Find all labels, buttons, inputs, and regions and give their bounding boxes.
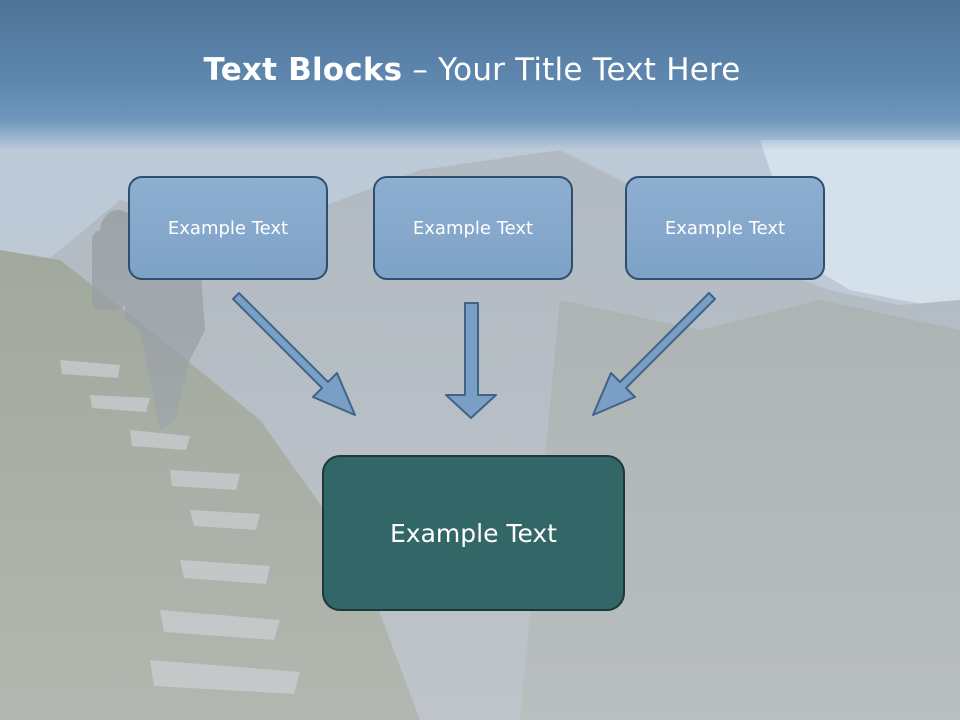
title-bar — [0, 0, 960, 150]
text-block-left: Example Text — [128, 176, 328, 280]
arrow-down-left-icon — [592, 292, 716, 416]
text-block-right: Example Text — [625, 176, 825, 280]
text-block-label: Example Text — [664, 217, 786, 239]
result-text-label: Example Text — [390, 518, 557, 548]
title-rest: – Your Title Text Here — [402, 52, 741, 88]
text-block-label: Example Text — [412, 217, 534, 239]
text-block-label: Example Text — [167, 217, 289, 239]
result-text-block: Example Text — [322, 455, 625, 611]
arrow-down-right-icon — [232, 292, 356, 416]
text-block-center: Example Text — [373, 176, 573, 280]
title-bold: Text Blocks — [203, 52, 403, 88]
slide-title: Text Blocks – Your Title Text Here — [0, 52, 944, 88]
arrow-down-icon — [445, 302, 497, 419]
